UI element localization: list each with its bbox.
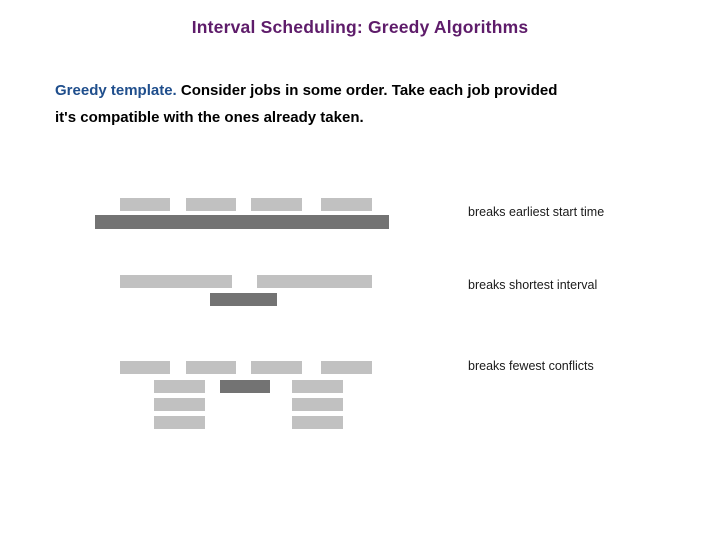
interval-bar-fewest-conflicts-light <box>251 361 302 374</box>
body-paragraph: Greedy template.Consider jobs in some or… <box>55 77 680 131</box>
body-lead-text: Greedy template. <box>55 82 177 99</box>
interval-bar-earliest-start-time-light <box>186 198 236 211</box>
interval-bar-fewest-conflicts-light <box>186 361 236 374</box>
interval-bar-shortest-interval-light <box>120 275 232 288</box>
interval-bar-earliest-start-time-light <box>120 198 170 211</box>
diagram-label-shortest-interval: breaks shortest interval <box>468 278 598 292</box>
slide-title: Interval Scheduling: Greedy Algorithms <box>191 17 529 37</box>
interval-bar-fewest-conflicts-light <box>154 380 205 393</box>
interval-bar-earliest-start-time-dark <box>95 215 389 229</box>
interval-bar-fewest-conflicts-light <box>292 380 343 393</box>
interval-bar-fewest-conflicts-light <box>154 398 205 411</box>
interval-bar-earliest-start-time-light <box>321 198 372 211</box>
interval-bar-earliest-start-time-light <box>251 198 302 211</box>
interval-bar-fewest-conflicts-light <box>321 361 372 374</box>
interval-bar-fewest-conflicts-dark <box>220 380 270 393</box>
diagram-label-earliest-start-time: breaks earliest start time <box>468 205 605 219</box>
interval-bar-shortest-interval-dark <box>210 293 277 306</box>
body-line2-text: it's compatible with the ones already ta… <box>55 109 364 126</box>
interval-bar-shortest-interval-light <box>257 275 372 288</box>
interval-bar-fewest-conflicts-light <box>292 416 343 429</box>
diagram-label-fewest-conflicts: breaks fewest conflicts <box>468 359 594 373</box>
interval-bar-fewest-conflicts-light <box>154 416 205 429</box>
body-line1-text: Consider jobs in some order. Take each j… <box>180 82 558 99</box>
interval-bar-fewest-conflicts-light <box>292 398 343 411</box>
interval-bar-fewest-conflicts-light <box>120 361 170 374</box>
